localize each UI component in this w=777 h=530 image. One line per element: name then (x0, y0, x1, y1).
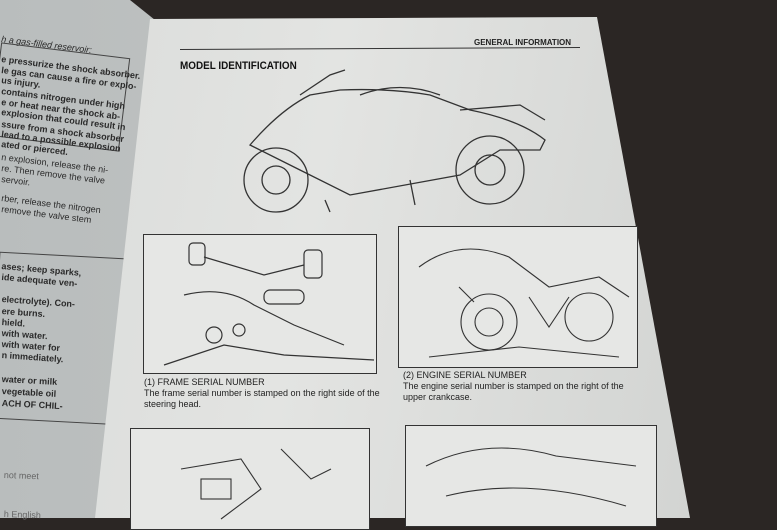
caption-title: (1) FRAME SERIAL NUMBER (144, 377, 265, 387)
caption-title: (2) ENGINE SERIAL NUMBER (403, 370, 527, 380)
page-title: MODEL IDENTIFICATION (180, 60, 297, 72)
section-header: GENERAL INFORMATION (474, 38, 572, 47)
lower-left-drawing (180, 448, 332, 520)
motorcycle-illustration (243, 69, 546, 213)
engine-serial-figure (398, 226, 638, 368)
engine-drawing (418, 248, 630, 358)
frame-serial-figure (143, 234, 377, 374)
lower-left-figure (130, 428, 370, 530)
lower-right-drawing (425, 447, 637, 507)
caption-text: The frame serial number is stamped on th… (144, 388, 380, 409)
caption-text: The engine serial number is stamped on t… (403, 381, 624, 402)
steering-head-drawing (163, 242, 375, 366)
lower-right-figure (405, 425, 657, 527)
engine-serial-caption: (2) ENGINE SERIAL NUMBER The engine seri… (403, 370, 643, 403)
frame-serial-caption: (1) FRAME SERIAL NUMBER The frame serial… (144, 377, 384, 410)
